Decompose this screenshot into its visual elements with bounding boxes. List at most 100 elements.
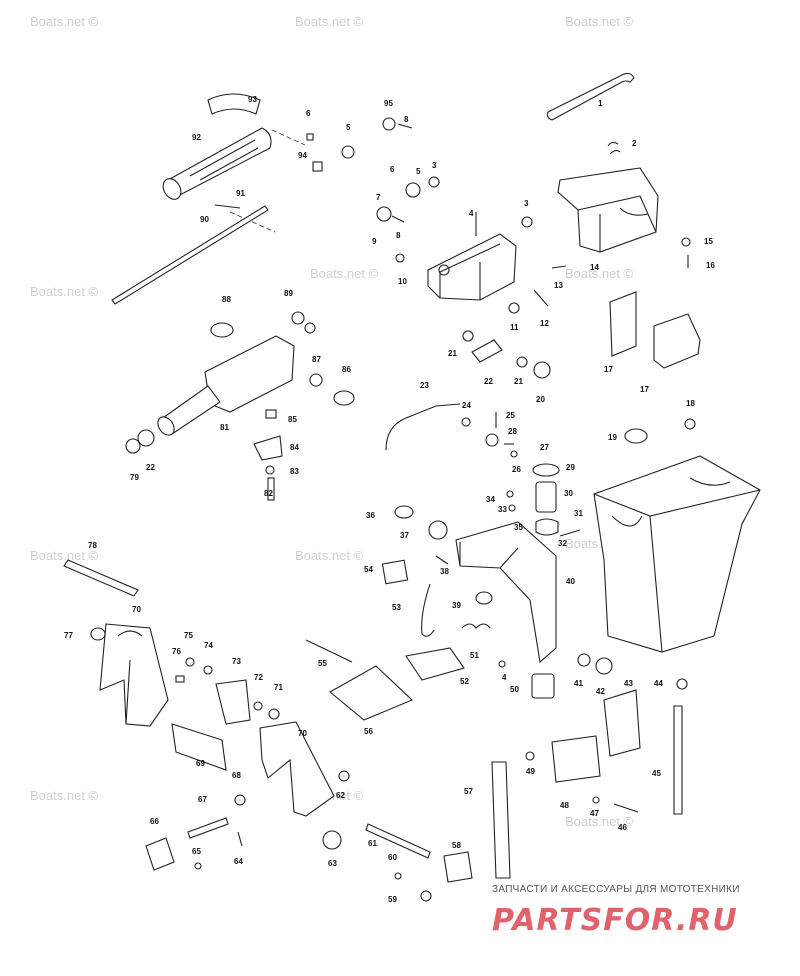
part-label: 16 xyxy=(706,261,715,270)
footer-tagline: ЗАПЧАСТИ И АКСЕССУАРЫ ДЛЯ МОТОТЕХНИКИ xyxy=(492,884,740,895)
swivel-assembly xyxy=(381,403,581,681)
part-label: 89 xyxy=(284,289,293,298)
part-label: 5 xyxy=(416,167,421,176)
part-label: 40 xyxy=(566,577,575,586)
part-label: 72 xyxy=(254,673,263,682)
part-66-handle xyxy=(145,837,175,871)
part-label: 64 xyxy=(234,857,243,866)
part-label: 26 xyxy=(512,465,521,474)
part-label: 28 xyxy=(508,427,517,436)
part-20-knob xyxy=(533,361,551,379)
part-91-pin xyxy=(214,204,241,209)
part-label: 60 xyxy=(388,853,397,862)
part-label: 15 xyxy=(704,237,713,246)
part-label: 33 xyxy=(498,505,507,514)
part-label: 8 xyxy=(396,231,401,240)
part-11-screw xyxy=(508,302,520,314)
part-14-bracket xyxy=(557,167,659,253)
watermark: Boats.net © xyxy=(295,14,364,29)
part-label: 2 xyxy=(632,139,637,148)
part-93-clip xyxy=(207,93,261,115)
clamp-bracket-assembly xyxy=(63,559,473,902)
part-label: 12 xyxy=(540,319,549,328)
part-label: 81 xyxy=(220,423,229,432)
watermark: Boats.net © xyxy=(565,814,634,829)
part-48-clamp xyxy=(551,735,601,783)
part-label: 29 xyxy=(566,463,575,472)
part-69-pad xyxy=(171,723,227,771)
part-2-clip xyxy=(607,141,621,155)
part-label: 17 xyxy=(604,365,613,374)
brand-logo: PARTSFOR.RU xyxy=(492,903,738,938)
part-44-nut xyxy=(676,678,688,690)
part-label: 4 xyxy=(502,673,507,682)
part-label: 70 xyxy=(132,605,141,614)
part-label: 19 xyxy=(608,433,617,442)
part-label: 54 xyxy=(364,565,373,574)
part-54-decal xyxy=(381,559,409,585)
part-74-washer xyxy=(203,665,213,675)
part-label: 70 xyxy=(298,729,307,738)
watermark: Boats.net © xyxy=(565,266,634,281)
part-46-pin xyxy=(613,803,639,813)
part-label: 46 xyxy=(618,823,627,832)
part-43-pad xyxy=(603,689,641,757)
part-label: 79 xyxy=(130,473,139,482)
part-22-stop xyxy=(471,339,503,363)
part-label: 56 xyxy=(364,727,373,736)
part-label: 86 xyxy=(342,365,351,374)
part-84-bracket xyxy=(253,435,283,461)
part-label: 77 xyxy=(64,631,73,640)
part-76-pin xyxy=(175,675,185,683)
part-92-grip-line xyxy=(189,139,256,177)
part-39-washer xyxy=(475,591,493,605)
part-82-bolt xyxy=(267,477,275,501)
part-label: 93 xyxy=(248,95,257,104)
part-5-bushing xyxy=(341,145,355,159)
part-92-grip xyxy=(164,127,272,199)
part-64-pin xyxy=(237,831,243,847)
watermark: Boats.net © xyxy=(30,548,99,563)
part-30-bushing xyxy=(535,481,557,513)
part-label: 50 xyxy=(510,685,519,694)
leader-dash xyxy=(117,129,306,299)
part-label: 3 xyxy=(432,161,437,170)
part-label: 49 xyxy=(526,767,535,776)
part-42-knob xyxy=(595,657,613,675)
part-label: 17 xyxy=(640,385,649,394)
part-45-rod xyxy=(673,705,683,815)
part-label: 95 xyxy=(384,99,393,108)
part-33-washer xyxy=(508,504,516,512)
part-77-washer xyxy=(90,627,106,641)
upper-bracket-assembly xyxy=(546,72,691,269)
part-17-cover xyxy=(653,313,701,369)
part-label: 3 xyxy=(524,199,529,208)
part-10-hole xyxy=(438,264,450,276)
part-40-detail xyxy=(459,542,519,569)
part-14-detail xyxy=(577,195,657,252)
part-49-nut xyxy=(525,751,535,761)
part-12-pin xyxy=(533,289,549,307)
part-label: 90 xyxy=(200,215,209,224)
watermark: Boats.net © xyxy=(30,14,99,29)
part-label: 83 xyxy=(290,467,299,476)
part-7-fitting xyxy=(376,206,392,222)
part-29-ring xyxy=(532,463,560,477)
part-label: 22 xyxy=(484,377,493,386)
part-label: 20 xyxy=(536,395,545,404)
part-70-clamp-bracket xyxy=(99,623,169,727)
watermark: Boats.net © xyxy=(565,14,634,29)
part-label: 7 xyxy=(376,193,381,202)
part-label: 92 xyxy=(192,133,201,142)
part-94-nut xyxy=(312,161,323,172)
part-label: 82 xyxy=(264,489,273,498)
part-6-nut xyxy=(306,133,314,141)
part-8-screw xyxy=(397,123,413,129)
part-label: 31 xyxy=(574,509,583,518)
part-65-pin xyxy=(194,862,202,870)
part-90-rod xyxy=(111,205,269,305)
part-87-nut xyxy=(309,373,323,387)
part-41-nut xyxy=(577,653,591,667)
part-label: 22 xyxy=(146,463,155,472)
